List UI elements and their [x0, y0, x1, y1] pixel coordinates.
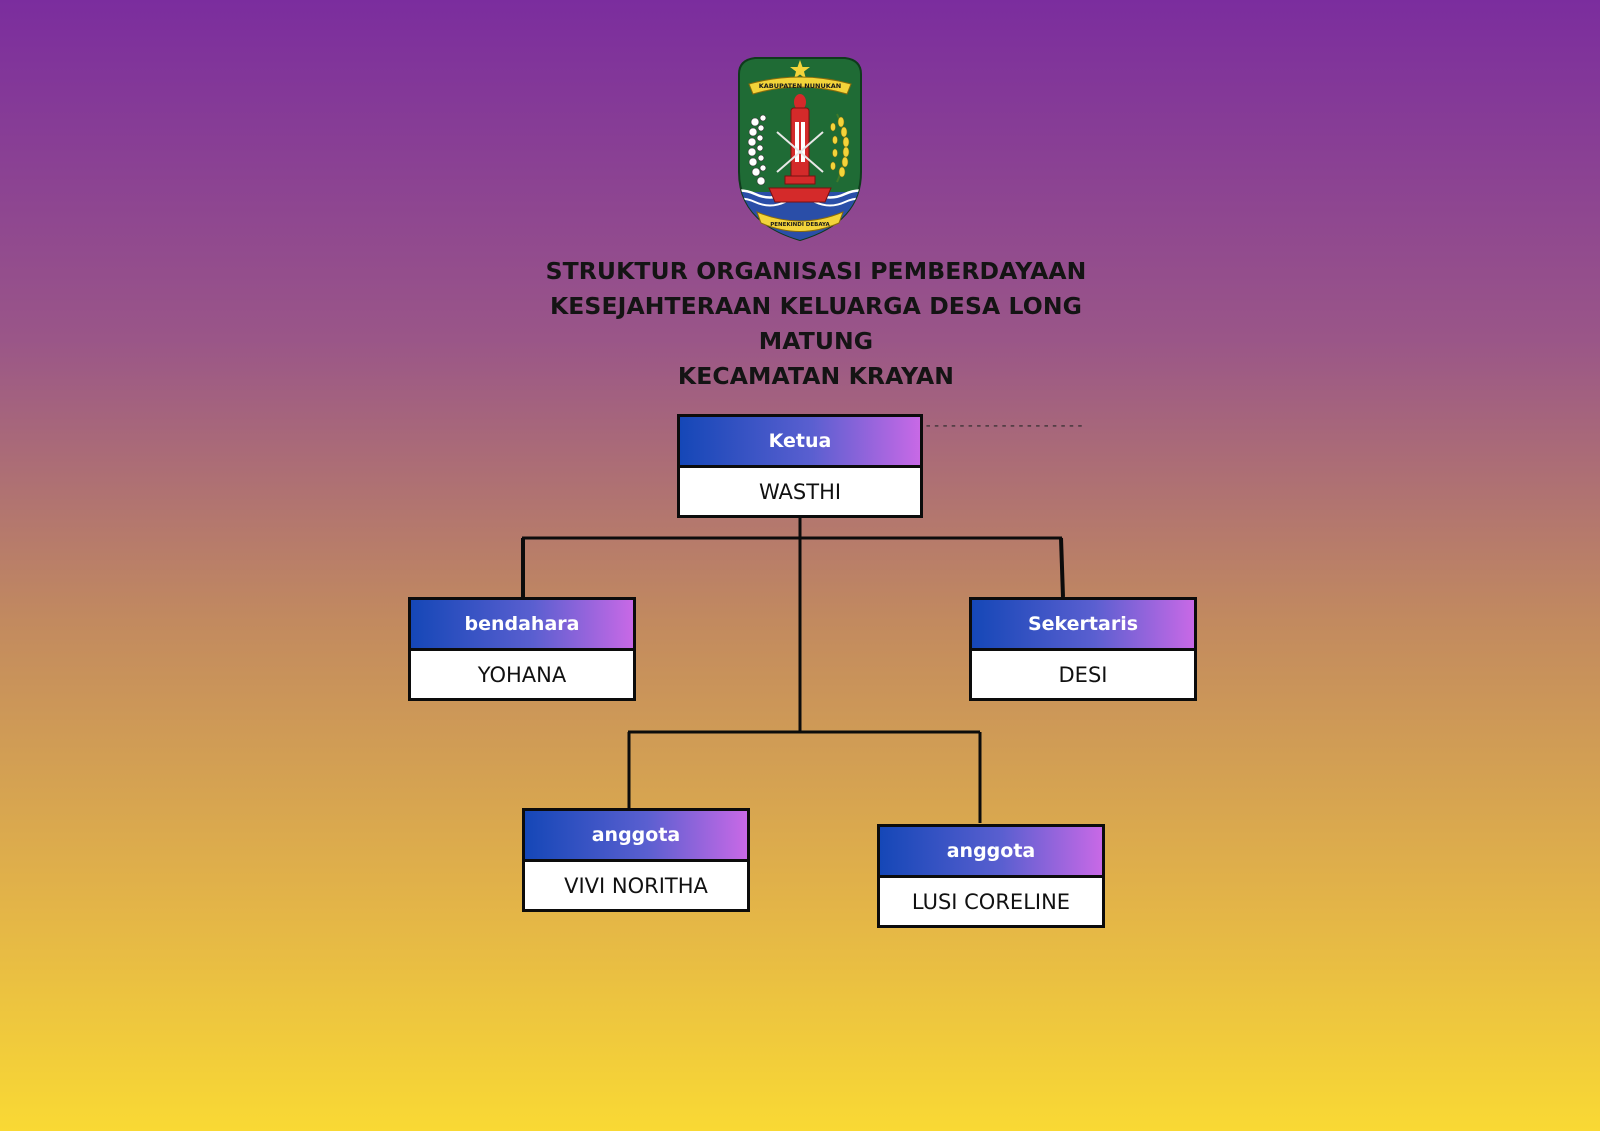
anggota-2-role-label: anggota	[880, 827, 1102, 878]
title-line: KECAMATAN KRAYAN	[677, 362, 955, 390]
anggota-1-name: VIVI NORITHA	[525, 862, 747, 909]
ketua-role-label: Ketua	[680, 417, 920, 468]
page-title: STRUKTUR ORGANISASI PEMBERDAYAAN KESEJAH…	[500, 254, 1132, 394]
sekertaris-role-label: Sekertaris	[972, 600, 1194, 651]
ketua-name: WASTHI	[680, 468, 920, 515]
bendahara-role-label: bendahara	[411, 600, 633, 651]
dashed-annotation: -------------------	[924, 418, 1084, 434]
kabupaten-nunukan-emblem-icon: KABUPATEN NUNUKAN PENEKINDI DEBAYA	[738, 57, 862, 242]
sekertaris-name: DESI	[972, 651, 1194, 698]
emblem-ribbon-top-text: KABUPATEN NUNUKAN	[759, 82, 842, 90]
title-line: KESEJAHTERAAN KELUARGA DESA LONG	[549, 292, 1083, 320]
title-line: STRUKTUR ORGANISASI PEMBERDAYAAN	[545, 257, 1087, 285]
bendahara-name: YOHANA	[411, 651, 633, 698]
anggota-1-role-label: anggota	[525, 811, 747, 862]
emblem-ribbon-bottom-text: PENEKINDI DEBAYA	[770, 222, 830, 228]
ketua-card: Ketua WASTHI	[677, 414, 923, 518]
anggota-2-card: anggota LUSI CORELINE	[877, 824, 1105, 928]
bendahara-card: bendahara YOHANA	[408, 597, 636, 701]
sekertaris-card: Sekertaris DESI	[969, 597, 1197, 701]
sekertaris-branch-line	[1059, 537, 1065, 598]
anggota-1-card: anggota VIVI NORITHA	[522, 808, 750, 912]
anggota-2-name: LUSI CORELINE	[880, 878, 1102, 925]
title-line: MATUNG	[758, 327, 874, 355]
